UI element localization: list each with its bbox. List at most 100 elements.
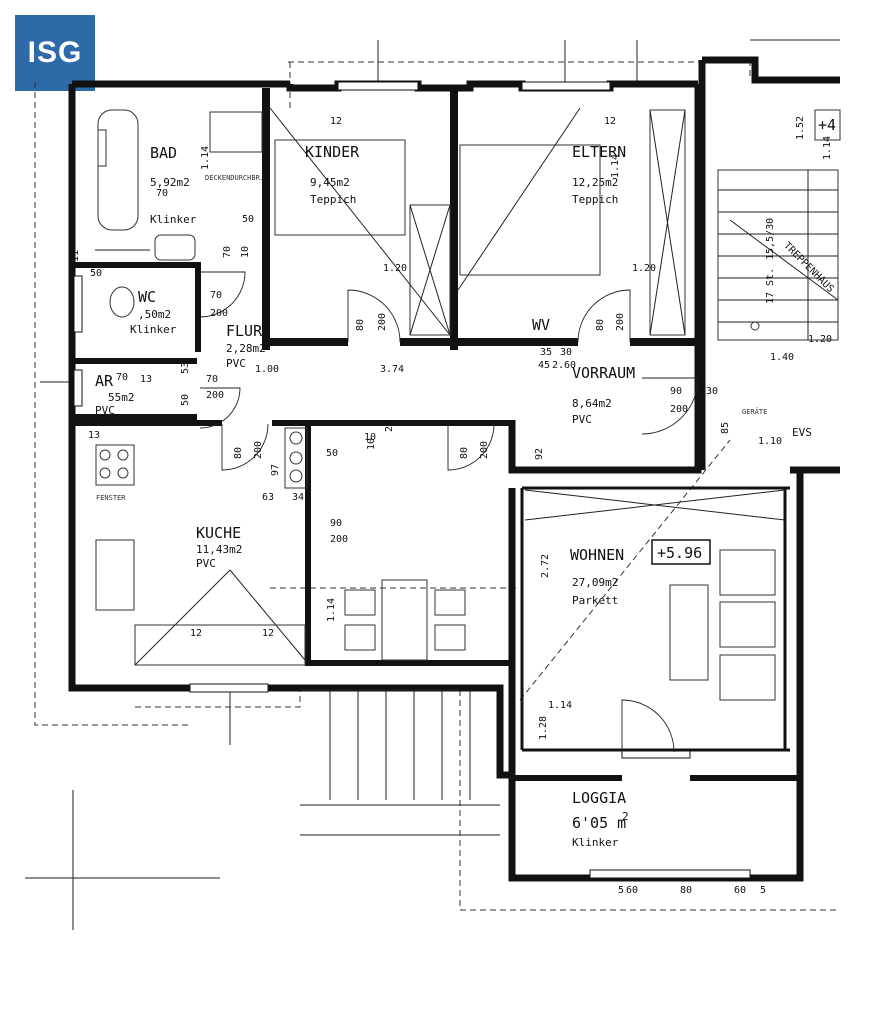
room-vorraum-name: VORRAUM	[572, 364, 635, 382]
svg-text:90: 90	[330, 518, 342, 529]
svg-text:1.10: 1.10	[758, 436, 782, 447]
svg-text:1.14: 1.14	[610, 154, 621, 178]
svg-text:53: 53	[180, 362, 191, 374]
svg-text:1.40: 1.40	[770, 352, 794, 363]
svg-text:12: 12	[262, 628, 274, 639]
doors	[199, 271, 699, 753]
room-vorraum-area: 8,64m2	[572, 397, 612, 410]
room-flur-name: FLUR	[226, 322, 263, 340]
svg-text:DECKENDURCHBR.: DECKENDURCHBR.	[205, 174, 264, 182]
svg-text:1.14: 1.14	[548, 700, 572, 711]
interior-walls	[72, 81, 800, 879]
svg-text:30: 30	[560, 347, 572, 358]
svg-text:2.72: 2.72	[540, 554, 551, 578]
svg-text:80: 80	[680, 885, 692, 896]
room-eltern-name: ELTERN	[572, 143, 626, 161]
svg-text:50: 50	[90, 268, 102, 279]
svg-text:11: 11	[70, 250, 81, 262]
svg-text:GERÄTE: GERÄTE	[742, 407, 767, 416]
svg-text:200: 200	[330, 534, 348, 545]
room-loggia-floor: Klinker	[572, 836, 619, 849]
svg-text:34: 34	[292, 492, 304, 503]
room-kinder-area: 9,45m2	[310, 176, 350, 189]
svg-text:10: 10	[366, 438, 377, 450]
svg-text:70: 70	[116, 372, 128, 383]
svg-text:200: 200	[377, 313, 388, 331]
room-bad-area: 5,92m2	[150, 176, 190, 189]
svg-text:85: 85	[720, 422, 731, 434]
svg-text:12: 12	[604, 116, 616, 127]
svg-text:63: 63	[262, 492, 274, 503]
room-ar-name: AR	[95, 372, 114, 390]
svg-text:2.60: 2.60	[552, 360, 576, 371]
svg-text:45: 45	[538, 360, 550, 371]
room-wc-name: WC	[138, 288, 156, 306]
room-eltern-area: 12,25m2	[572, 176, 618, 189]
svg-text:92: 92	[534, 448, 545, 460]
room-labels: BAD 5,92m2 Klinker KINDER 9,45m2 Teppich…	[95, 143, 812, 849]
svg-text:97: 97	[270, 464, 281, 476]
svg-text:50: 50	[326, 448, 338, 459]
svg-text:70: 70	[156, 188, 168, 199]
level-marks: +5.96 +4	[651, 116, 836, 565]
svg-text:200: 200	[615, 313, 626, 331]
svg-text:80: 80	[355, 319, 366, 331]
svg-text:50: 50	[180, 394, 191, 406]
room-kinder-floor: Teppich	[310, 193, 356, 206]
svg-text:15,5/30: 15,5/30	[765, 218, 776, 260]
svg-text:1.14: 1.14	[200, 146, 211, 170]
svg-text:200: 200	[670, 404, 688, 415]
room-bad-name: BAD	[150, 144, 177, 162]
svg-text:30: 30	[706, 386, 718, 397]
svg-text:70: 70	[222, 246, 233, 258]
svg-text:17 St.: 17 St.	[765, 268, 776, 304]
svg-text:1.14: 1.14	[326, 598, 337, 622]
level-wohnen: +5.96	[657, 544, 702, 562]
svg-text:200: 200	[206, 390, 224, 401]
room-ar-floor: PVC	[95, 404, 115, 417]
svg-text:70: 70	[206, 374, 218, 385]
room-flur-area: 2,28m2	[226, 342, 266, 355]
room-loggia-area: 6'05 m	[572, 814, 626, 832]
svg-text:20: 20	[384, 420, 395, 432]
svg-text:3.74: 3.74	[380, 364, 404, 375]
svg-text:TREPPENHAUS: TREPPENHAUS	[781, 240, 836, 295]
room-wohnen-name: WOHNEN	[570, 546, 624, 564]
staircase	[717, 109, 841, 341]
room-wc-floor: Klinker	[130, 323, 177, 336]
svg-text:35: 35	[540, 347, 552, 358]
svg-text:12: 12	[190, 628, 202, 639]
dashed-outline	[34, 61, 840, 911]
svg-text:1.00: 1.00	[255, 364, 279, 375]
svg-text:1.20: 1.20	[632, 263, 656, 274]
svg-text:80: 80	[459, 447, 470, 459]
room-kueche-area: 11,43m2	[196, 543, 242, 556]
svg-text:80: 80	[595, 319, 606, 331]
svg-text:50: 50	[242, 214, 254, 225]
svg-text:1.20: 1.20	[383, 263, 407, 274]
svg-text:80: 80	[233, 447, 244, 459]
room-evs-name: EVS	[792, 426, 812, 439]
tiny-labels: DECKENDURCHBR. FENSTER GERÄTE	[96, 174, 767, 502]
svg-text:10: 10	[364, 432, 376, 443]
room-wv-name: WV	[532, 316, 550, 334]
room-wohnen-floor: Parkett	[572, 594, 618, 607]
svg-text:1.20: 1.20	[808, 334, 832, 345]
room-eltern-floor: Teppich	[572, 193, 618, 206]
logo-text-a: IS	[27, 36, 58, 69]
svg-text:200: 200	[253, 441, 264, 459]
room-kueche-floor: PVC	[196, 557, 216, 570]
logo-text-b: G	[58, 36, 83, 69]
svg-text:70: 70	[210, 290, 222, 301]
room-wc-area: ,50m2	[138, 308, 171, 321]
room-loggia-area-sup: 2	[622, 810, 629, 823]
room-bad-floor: Klinker	[150, 213, 197, 226]
room-ar-area: 55m2	[108, 391, 135, 404]
svg-text:10: 10	[240, 246, 251, 258]
furniture	[95, 107, 786, 836]
svg-text:1.14: 1.14	[822, 136, 833, 160]
room-vorraum-floor: PVC	[572, 413, 592, 426]
room-loggia-name: LOGGIA	[572, 789, 626, 807]
